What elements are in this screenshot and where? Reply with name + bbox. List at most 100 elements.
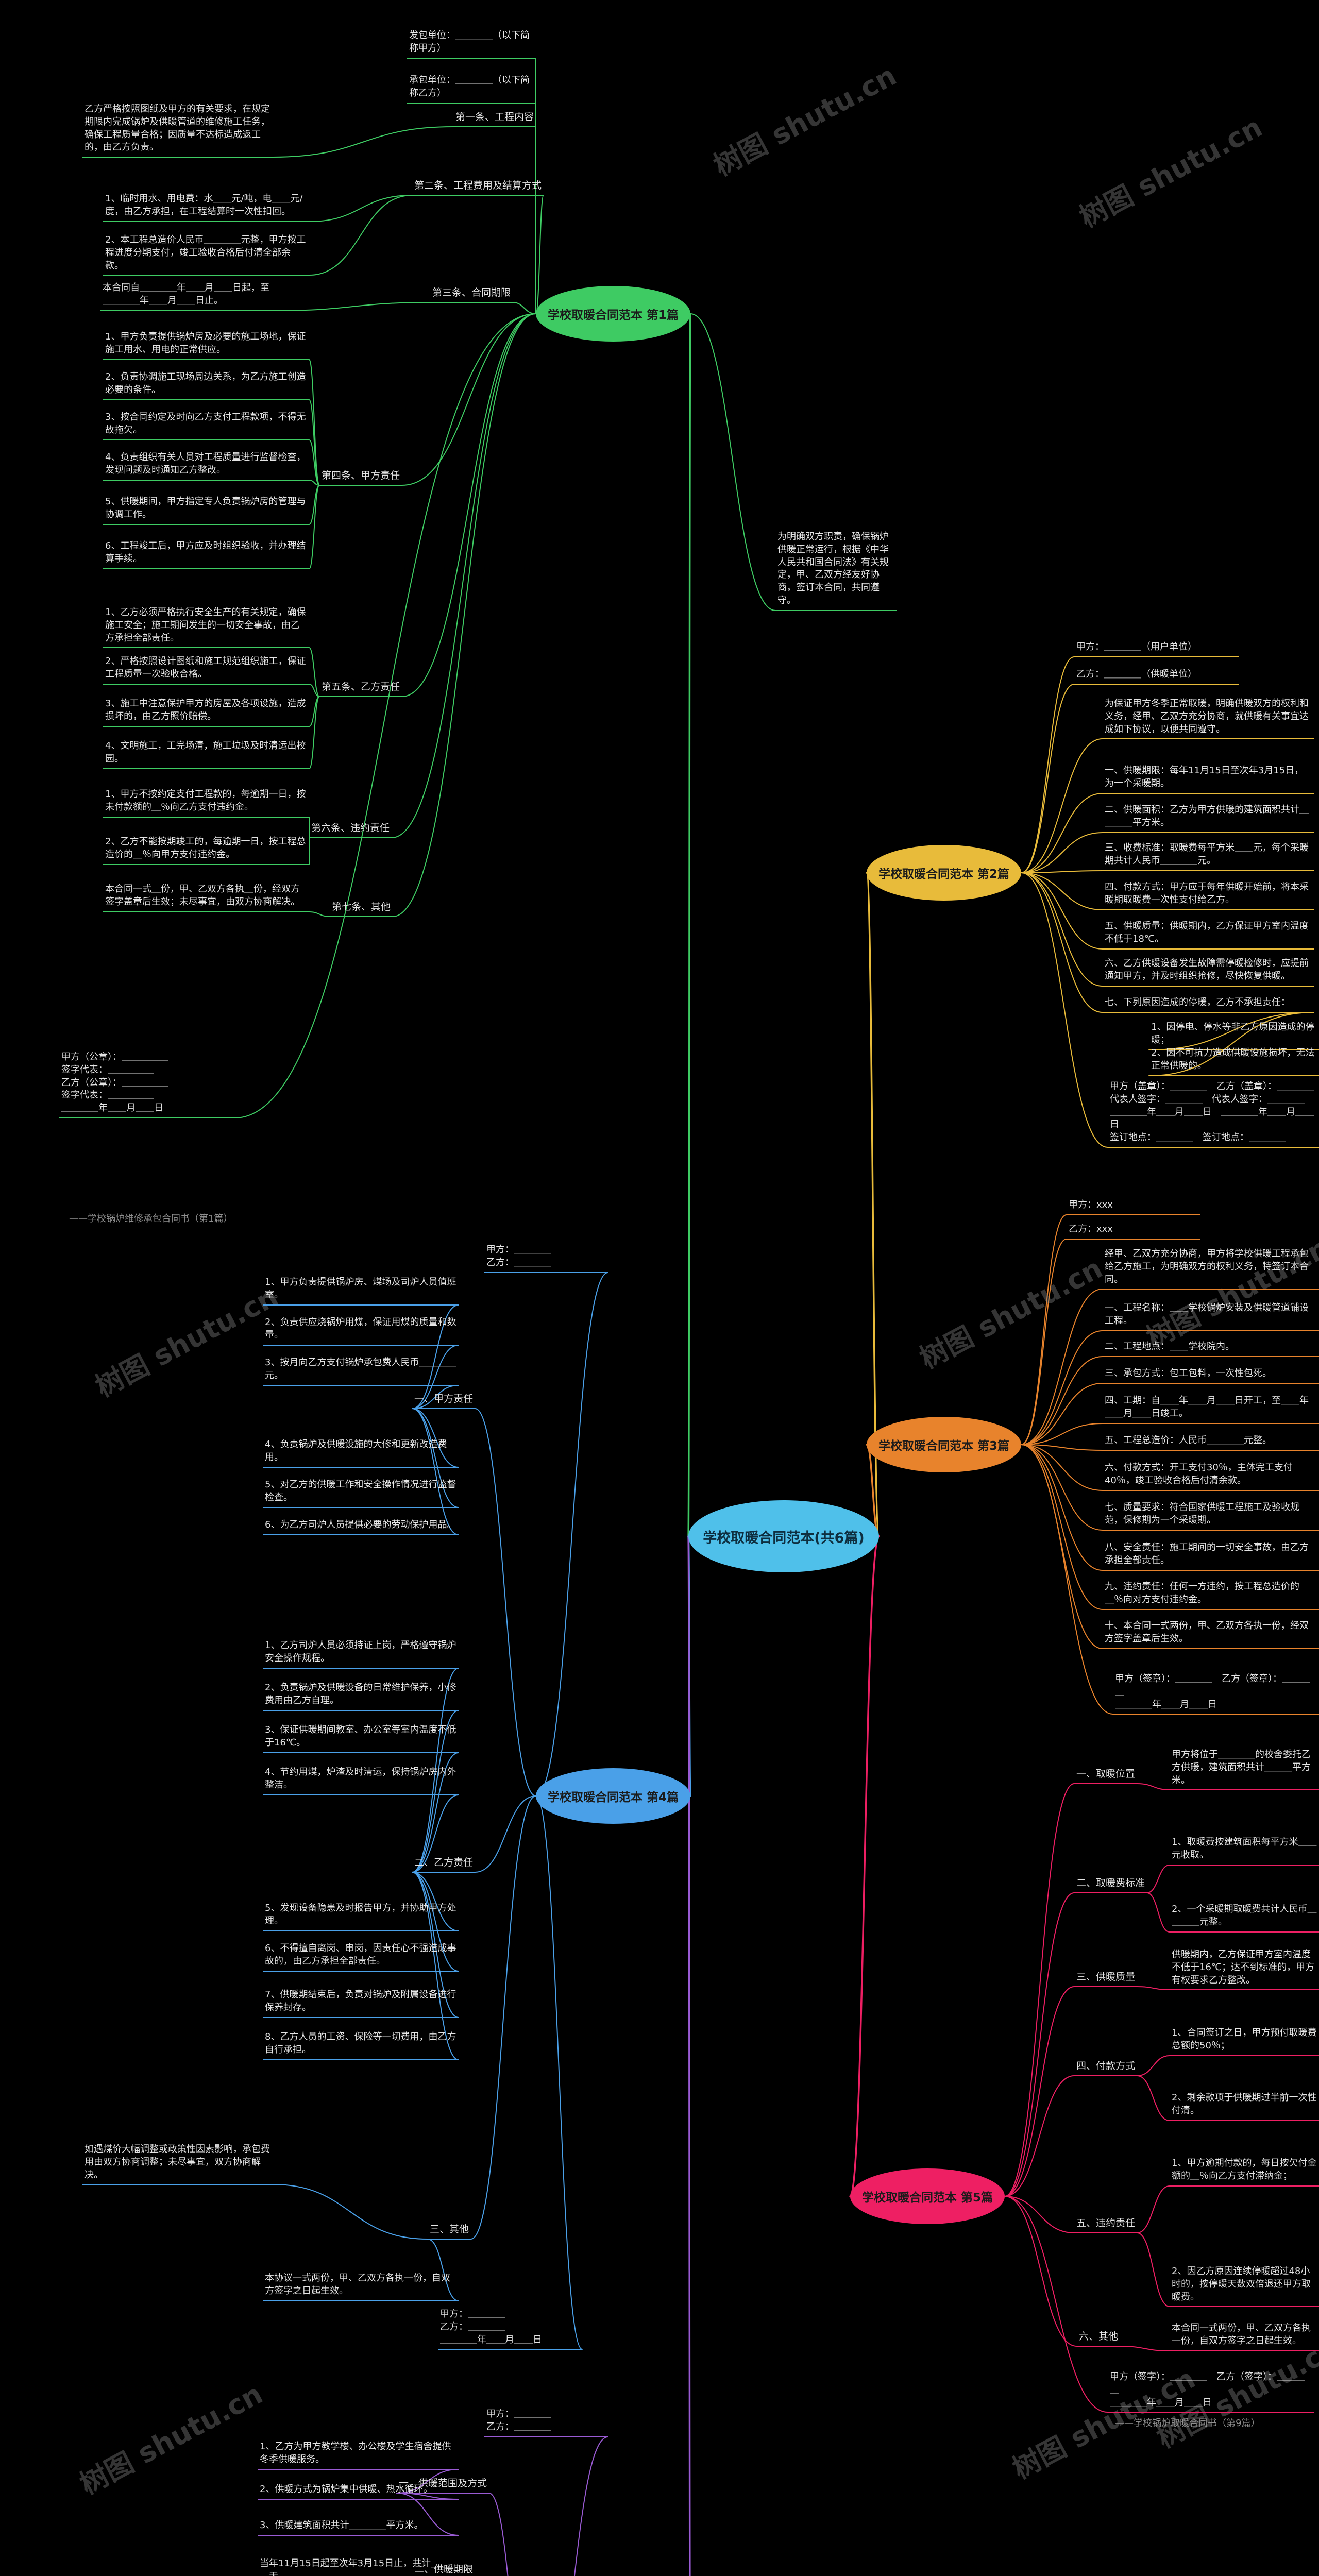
node-b4-s3-p1[interactable]: 如遇煤价大幅调整或政策性因素影响，承包费用由双方协商调整；未尽事宜，双方协商解决… [82, 2142, 273, 2185]
branch-node-b1[interactable]: 学校取暖合同范本 第1篇 [536, 286, 690, 342]
node-b1-c5-i2[interactable]: 2、严格按照设计图纸和施工规范组织施工，保证工程质量一次验收合格。 [103, 654, 309, 685]
node-b1-c3[interactable]: 第三条、合同期限 [430, 285, 513, 303]
node-b4-s2-i4[interactable]: 4、节约用煤，炉渣及时清运，保持锅炉房内外整洁。 [263, 1765, 459, 1795]
node-b2-jia[interactable]: 甲方：＿＿＿＿（用户单位） [1074, 640, 1239, 657]
node-b1-c6-i1[interactable]: 1、甲方不按约定支付工程款的，每逾期一日，按未付款额的＿％向乙方支付违约金。 [103, 787, 309, 818]
node-b6-head[interactable]: 甲方：＿＿＿＿ 乙方：＿＿＿＿ [484, 2407, 608, 2437]
node-b4-s2-i5[interactable]: 5、发现设备隐患及时报告甲方，并协助甲方处理。 [263, 1901, 459, 1931]
node-b6-s2[interactable]: 二、供暖期限 [412, 2562, 475, 2576]
node-b6-s1-i1[interactable]: 1、乙方为甲方教学楼、办公楼及学生宿舍提供冬季供暖服务。 [258, 2439, 459, 2470]
node-b6-s1-i3[interactable]: 3、供暖建筑面积共计＿＿＿＿平方米。 [258, 2518, 459, 2536]
node-b1-c2-i2[interactable]: 2、本工程总造价人民币＿＿＿＿元整，甲方按工程进度分期支付，竣工验收合格后付清全… [103, 233, 309, 276]
node-b5-s6-p[interactable]: 本合同一式两份，甲、乙双方各执一份，自双方签字之日起生效。 [1170, 2321, 1319, 2351]
node-b3-1[interactable]: 一、工程名称：＿＿学校锅炉安装及供暖管道铺设工程。 [1103, 1301, 1319, 1331]
node-b1-c4-i5[interactable]: 5、供暖期间，甲方指定专人负责锅炉房的管理与协调工作。 [103, 495, 309, 525]
node-b5-s5-i1[interactable]: 1、甲方逾期付款的，每日按欠付金额的＿％向乙方支付滞纳金； [1170, 2156, 1319, 2187]
node-b3-yi[interactable]: 乙方：xxx [1067, 1222, 1200, 1240]
node-b1-c5-i4[interactable]: 4、文明施工，工完场清，施工垃圾及时清运出校园。 [103, 739, 309, 769]
node-b3-8[interactable]: 八、安全责任：施工期间的一切安全事故，由乙方承担全部责任。 [1103, 1540, 1319, 1571]
node-b3-6[interactable]: 六、付款方式：开工支付30％，主体完工支付40％，竣工验收合格后付清余款。 [1103, 1461, 1319, 1491]
node-b1-c5-i3[interactable]: 3、施工中注意保护甲方的房屋及各项设施，造成损坏的，由乙方照价赔偿。 [103, 697, 309, 727]
node-b5-s4-i2[interactable]: 2、剩余款项于供暖期过半前一次性付清。 [1170, 2091, 1319, 2121]
node-b4-s2-i6[interactable]: 6、不得擅自离岗、串岗，因责任心不强造成事故的，由乙方承担全部责任。 [263, 1941, 459, 1972]
node-b4-s1[interactable]: 一、甲方责任 [412, 1391, 476, 1410]
node-b5-s1[interactable]: 一、取暖位置 [1074, 1766, 1138, 1785]
branch-node-b5[interactable]: 学校取暖合同范本 第5篇 [850, 2168, 1005, 2224]
node-b4-s2-i8[interactable]: 8、乙方人员的工资、保险等一切费用，由乙方自行承担。 [263, 2030, 459, 2060]
node-b4-head[interactable]: 甲方：＿＿＿＿ 乙方：＿＿＿＿ [484, 1243, 608, 1273]
node-b4-s3-p2[interactable]: 本协议一式两份，甲、乙双方各执一份，自双方签字之日起生效。 [263, 2271, 459, 2301]
node-b3-intro[interactable]: 经甲、乙双方充分协商，甲方将学校供暖工程承包给乙方施工，为明确双方的权利义务，特… [1103, 1247, 1319, 1290]
node-b5-s2[interactable]: 二、取暖费标准 [1074, 1875, 1147, 1894]
node-b1-fabao[interactable]: 发包单位：＿＿＿＿（以下简称甲方） [407, 28, 536, 59]
node-b1-c4-i1[interactable]: 1、甲方负责提供锅炉房及必要的施工场地，保证施工用水、用电的正常供应。 [103, 330, 309, 360]
node-b1-c7[interactable]: 第七条、其他 [330, 899, 393, 918]
node-b1-intro[interactable]: 为明确双方职责，确保锅炉供暖正常运行，根据《中华人民共和国合同法》有关规定，甲、… [775, 530, 897, 611]
branch-node-b3[interactable]: 学校取暖合同范本 第3篇 [867, 1417, 1021, 1472]
node-b2-1[interactable]: 一、供暖期限：每年11月15日至次年3月15日，为一个采暖期。 [1103, 764, 1314, 794]
node-b4-s2-i7[interactable]: 7、供暖期结束后，负责对锅炉及附属设备进行保养封存。 [263, 1988, 459, 2018]
node-b3-4[interactable]: 四、工期：自＿＿年＿＿月＿＿日开工，至＿＿年＿＿月＿＿日竣工。 [1103, 1394, 1319, 1424]
node-b3-3[interactable]: 三、承包方式：包工包料，一次性包死。 [1103, 1366, 1319, 1384]
node-b1-c2[interactable]: 第二条、工程费用及结算方式 [412, 178, 544, 196]
node-b2-6[interactable]: 六、乙方供暖设备发生故障需停暖检修时，应提前通知甲方，并及时组织抢修，尽快恢复供… [1103, 956, 1314, 987]
node-b1-sig[interactable]: 甲方（公章）：＿＿＿＿＿ 签字代表：＿＿＿＿＿ 乙方（公章）：＿＿＿＿＿ 签字代… [59, 1050, 234, 1119]
node-b4-sig[interactable]: 甲方：＿＿＿＿ 乙方：＿＿＿＿ ＿＿＿＿年＿＿月＿＿日 [438, 2307, 582, 2350]
node-b4-s1-i3[interactable]: 3、按月向乙方支付锅炉承包费人民币＿＿＿＿元。 [263, 1355, 459, 1386]
node-b1-c6-i2[interactable]: 2、乙方不能按期竣工的，每逾期一日，按工程总造价的＿％向甲方支付违约金。 [103, 835, 309, 865]
node-b3-10[interactable]: 十、本合同一式两份，甲、乙双方各执一份，经双方签字盖章后生效。 [1103, 1619, 1319, 1649]
node-b5-s1-p[interactable]: 甲方将位于＿＿＿＿的校舍委托乙方供暖，建筑面积共计＿＿＿平方米。 [1170, 1748, 1319, 1791]
node-b1-c3-p[interactable]: 本合同自＿＿＿＿年＿＿月＿＿日起，至＿＿＿＿年＿＿月＿＿日止。 [100, 281, 276, 311]
node-b1-c1[interactable]: 第一条、工程内容 [453, 109, 536, 128]
node-b4-s1-i5[interactable]: 5、对乙方的供暖工作和安全操作情况进行监督检查。 [263, 1478, 459, 1508]
node-b1-c2-i1[interactable]: 1、临时用水、用电费：水＿＿元/吨，电＿＿元/度，由乙方承担，在工程结算时一次性… [103, 192, 309, 222]
node-b1-c4-i4[interactable]: 4、负责组织有关人员对工程质量进行监督检查，发现问题及时通知乙方整改。 [103, 450, 309, 481]
node-b3-sig[interactable]: 甲方（签章）：＿＿＿＿ 乙方（签章）：＿＿＿＿ ＿＿＿＿年＿＿月＿＿日 [1113, 1672, 1319, 1715]
node-b4-s2-i3[interactable]: 3、保证供暖期间教室、办公室等室内温度不低于16℃。 [263, 1723, 459, 1753]
node-b1-c4-i2[interactable]: 2、负责协调施工现场周边关系，为乙方施工创造必要的条件。 [103, 370, 309, 400]
node-b1-chengbao[interactable]: 承包单位：＿＿＿＿（以下简称乙方） [407, 73, 536, 104]
node-b4-s2-i1[interactable]: 1、乙方司炉人员必须持证上岗，严格遵守锅炉安全操作规程。 [263, 1638, 459, 1669]
node-b2-5[interactable]: 五、供暖质量：供暖期内，乙方保证甲方室内温度不低于18℃。 [1103, 919, 1314, 950]
node-b4-s2-i2[interactable]: 2、负责锅炉及供暖设备的日常维护保养，小修费用由乙方自理。 [263, 1681, 459, 1711]
node-b1-c5-i1[interactable]: 1、乙方必须严格执行安全生产的有关规定，确保施工安全；施工期间发生的一切安全事故… [103, 605, 309, 649]
node-b4-s1-i4[interactable]: 4、负责锅炉及供暖设施的大修和更新改造费用。 [263, 1437, 459, 1468]
node-b1-c7-p[interactable]: 本合同一式＿份，甲、乙双方各执＿份，经双方签字盖章后生效；未尽事宜，由双方协商解… [103, 882, 309, 912]
node-b6-s1[interactable]: 一、供暖范围及方式 [397, 2476, 489, 2494]
node-b1-c4-i6[interactable]: 6、工程竣工后，甲方应及时组织验收，并办理结算手续。 [103, 539, 309, 569]
node-b2-yi[interactable]: 乙方：＿＿＿＿（供暖单位） [1074, 667, 1239, 685]
node-b3-9[interactable]: 九、违约责任：任何一方违约，按工程总造价的＿％向对方支付违约金。 [1103, 1580, 1319, 1610]
node-b3-7[interactable]: 七、质量要求：符合国家供暖工程施工及验收规范，保修期为一个采暖期。 [1103, 1500, 1319, 1531]
node-b5-s5[interactable]: 五、违约责任 [1074, 2215, 1138, 2234]
node-b5-s4[interactable]: 四、付款方式 [1074, 2058, 1138, 2077]
branch-node-b2[interactable]: 学校取暖合同范本 第2篇 [867, 845, 1021, 901]
node-b2-7-1[interactable]: 1、因停电、停水等非乙方原因造成的停暖； [1149, 1020, 1319, 1050]
node-b1-c4-i3[interactable]: 3、按合同约定及时向乙方支付工程款项，不得无故拖欠。 [103, 410, 309, 440]
center-node[interactable]: 学校取暖合同范本(共6篇) [688, 1500, 879, 1572]
node-b1-c6[interactable]: 第六条、违约责任 [309, 820, 392, 839]
node-b3-5[interactable]: 五、工程总造价：人民币＿＿＿＿元整。 [1103, 1433, 1319, 1451]
node-b5-s3-p[interactable]: 供暖期内，乙方保证甲方室内温度不低于16℃；达不到标准的，甲方有权要求乙方整改。 [1170, 1947, 1319, 1991]
node-b2-sig[interactable]: 甲方（盖章）：＿＿＿＿ 乙方（盖章）：＿＿＿＿ 代表人签字：＿＿＿＿ 代表人签字… [1108, 1079, 1319, 1148]
node-b4-s1-i6[interactable]: 6、为乙方司炉人员提供必要的劳动保护用品。 [263, 1518, 459, 1535]
node-b4-s2[interactable]: 二、乙方责任 [412, 1855, 476, 1873]
node-b4-s1-i2[interactable]: 2、负责供应烧锅炉用煤，保证用煤的质量和数量。 [263, 1315, 459, 1346]
node-b2-7[interactable]: 七、下列原因造成的停暖，乙方不承担责任： [1103, 995, 1314, 1013]
node-b1-c5[interactable]: 第五条、乙方责任 [319, 679, 402, 698]
node-b4-s1-i1[interactable]: 1、甲方负责提供锅炉房、煤场及司炉人员值班室。 [263, 1275, 459, 1306]
node-b2-7-2[interactable]: 2、因不可抗力造成供暖设施损坏，无法正常供暖的。 [1149, 1046, 1319, 1076]
node-b2-3[interactable]: 三、收费标准：取暖费每平方米＿＿元，每个采暖期共计人民币＿＿＿＿元。 [1103, 841, 1314, 871]
branch-node-b4[interactable]: 学校取暖合同范本 第4篇 [536, 1768, 690, 1824]
node-b5-s2-i1[interactable]: 1、取暖费按建筑面积每平方米＿＿元收取。 [1170, 1835, 1319, 1866]
node-b3-jia[interactable]: 甲方：xxx [1067, 1198, 1200, 1215]
node-b5-s6[interactable]: 六、其他 [1077, 2329, 1121, 2347]
node-b4-s3[interactable]: 三、其他 [428, 2222, 471, 2240]
node-b5-s2-i2[interactable]: 2、一个采暖期取暖费共计人民币＿＿＿＿元整。 [1170, 1902, 1319, 1933]
node-b1-c4[interactable]: 第四条、甲方责任 [319, 468, 402, 486]
node-b2-4[interactable]: 四、付款方式：甲方应于每年供暖开始前，将本采暖期取暖费一次性支付给乙方。 [1103, 880, 1314, 910]
node-b1-c1-p[interactable]: 乙方严格按照图纸及甲方的有关要求，在规定期限内完成锅炉及供暖管道的维修施工任务，… [82, 102, 273, 158]
node-b6-s1-i2[interactable]: 2、供暖方式为锅炉集中供暖、热水循环。 [258, 2482, 459, 2500]
node-b2-2[interactable]: 二、供暖面积：乙方为甲方供暖的建筑面积共计＿＿＿＿平方米。 [1103, 803, 1314, 833]
node-b6-s2-p[interactable]: 当年11月15日起至次年3月15日止，共计＿＿＿天。 [258, 2556, 459, 2576]
node-b2-intro[interactable]: 为保证甲方冬季正常取暖，明确供暖双方的权利和义务，经甲、乙双方充分协商，就供暖有… [1103, 697, 1314, 740]
